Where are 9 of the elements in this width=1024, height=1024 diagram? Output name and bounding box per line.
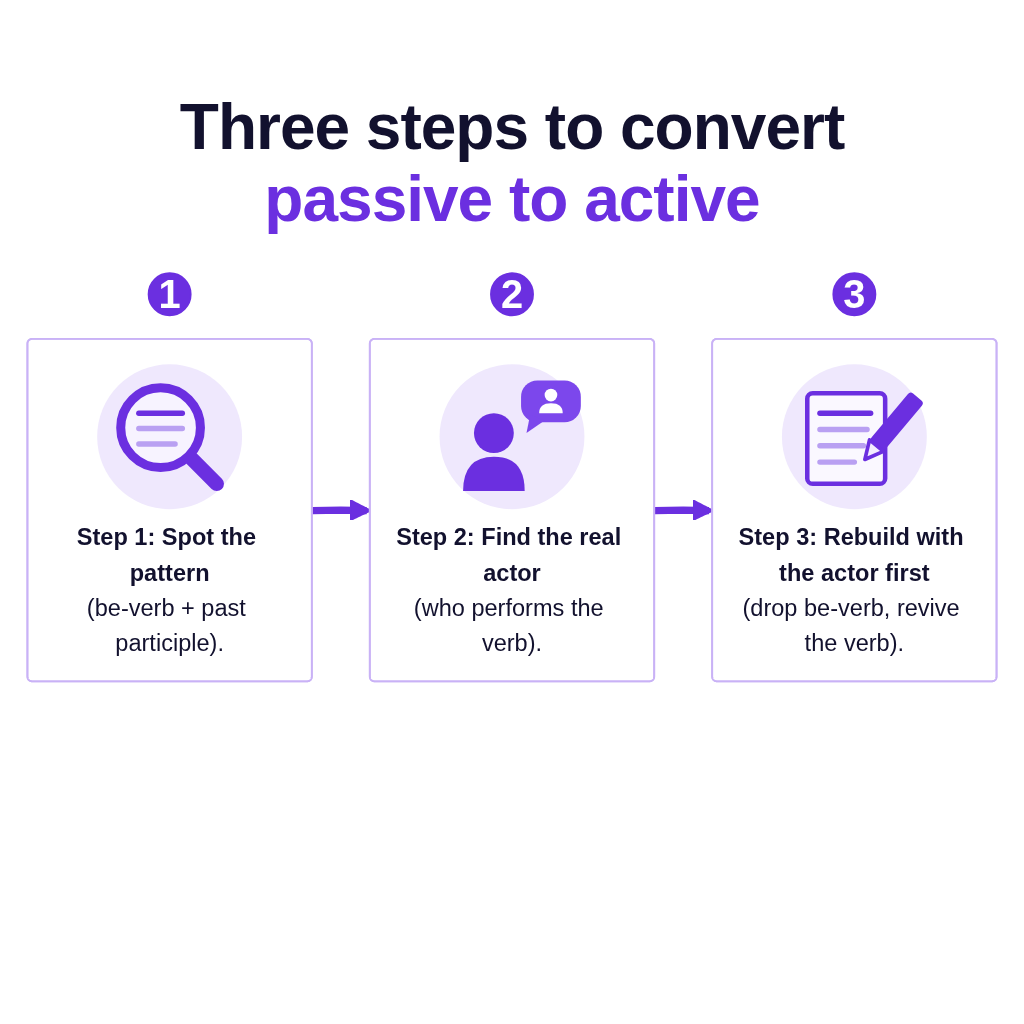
arrow: [654, 499, 714, 522]
step-card: Step 2: Find the real actor (who performs the verb).: [368, 338, 656, 683]
step-card: Step 1: Spot the pattern (be-verb + past participle).: [26, 338, 313, 683]
step-number-badge: 2: [490, 272, 534, 317]
title: Three steps to convert passive to active: [178, 92, 846, 236]
step-card: Step 3: Rebuild with the actor first (drop be-verb, revive the verb).: [711, 338, 998, 683]
step-number-badge: 3: [832, 272, 877, 317]
arrow: [312, 499, 372, 522]
step-number-badge: 1: [147, 272, 192, 317]
